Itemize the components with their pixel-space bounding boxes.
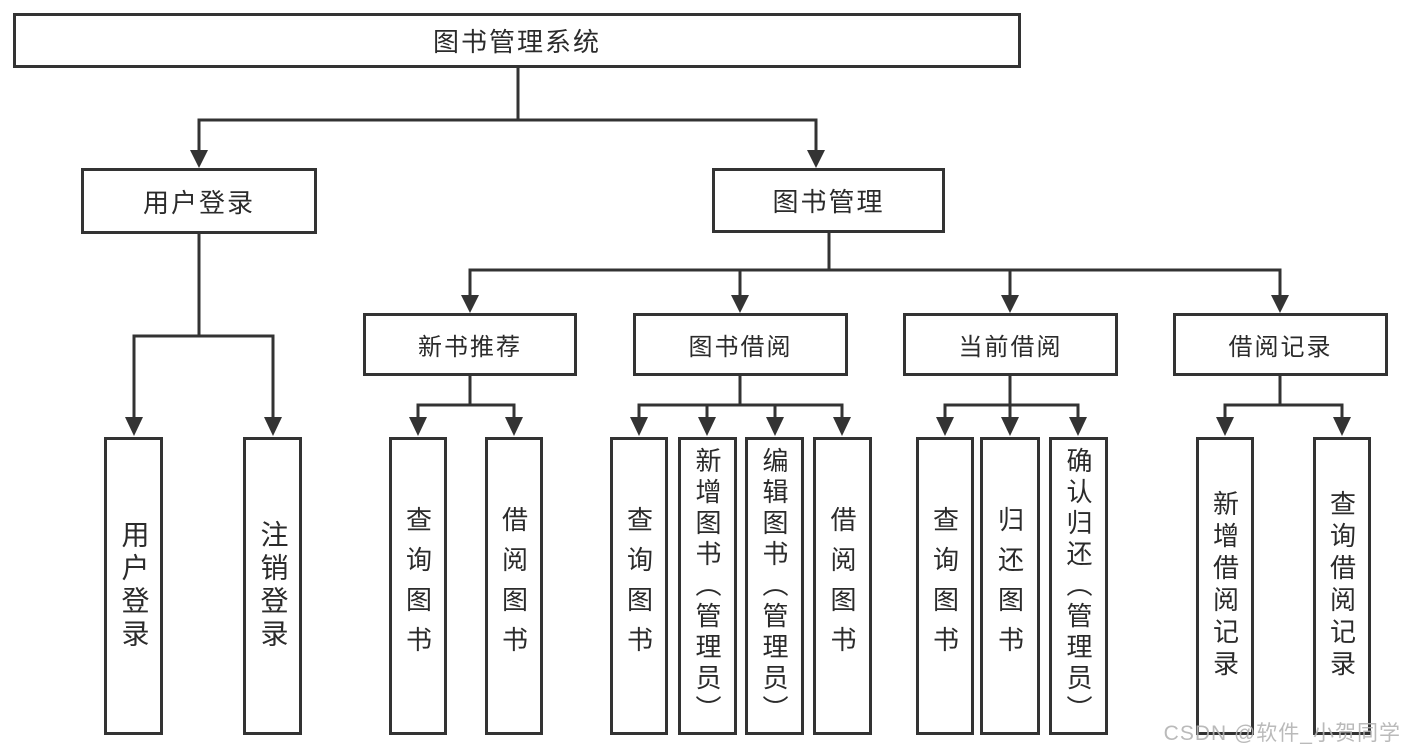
- connector-current-borrow-to-leaves: [936, 376, 1087, 436]
- connector-borrow-records-to-leaves: [1216, 376, 1351, 436]
- node-current-borrow: 当前借阅: [903, 313, 1118, 376]
- leaf-bb-edit-books-admin: 编辑图书（管理员）: [745, 437, 804, 735]
- connector-root-to-level2: [190, 68, 825, 168]
- leaf-bb-query-books: 查询图书: [610, 437, 668, 735]
- leaf-nb-borrow-books: 借阅图书: [485, 437, 543, 735]
- leaf-logout: 注销登录: [243, 437, 302, 735]
- connector-new-book-recommend-to-leaves: [409, 376, 523, 436]
- leaf-cb-return-books: 归还图书: [980, 437, 1040, 735]
- connector-user-login-to-leaves: [125, 234, 282, 436]
- node-user-login: 用户登录: [81, 168, 317, 234]
- connector-book-management-to-level3: [461, 233, 1289, 313]
- leaf-user-login: 用户登录: [104, 437, 163, 735]
- leaf-br-add-record: 新增借阅记录: [1196, 437, 1254, 735]
- watermark: CSDN @软件_小贺同学: [1163, 722, 1401, 745]
- node-borrow-records: 借阅记录: [1173, 313, 1388, 376]
- leaf-cb-confirm-return-admin: 确认归还（管理员）: [1049, 437, 1108, 735]
- leaf-bb-add-books-admin: 新增图书（管理员）: [678, 437, 737, 735]
- node-book-management: 图书管理: [712, 168, 945, 233]
- node-book-borrow: 图书借阅: [633, 313, 848, 376]
- leaf-cb-query-books: 查询图书: [916, 437, 974, 735]
- connector-book-borrow-to-leaves: [630, 376, 851, 436]
- leaf-br-query-record: 查询借阅记录: [1313, 437, 1371, 735]
- leaf-nb-query-books: 查询图书: [389, 437, 447, 735]
- leaf-bb-borrow-books: 借阅图书: [813, 437, 872, 735]
- node-new-book-recommend: 新书推荐: [363, 313, 577, 376]
- node-root: 图书管理系统: [13, 13, 1021, 68]
